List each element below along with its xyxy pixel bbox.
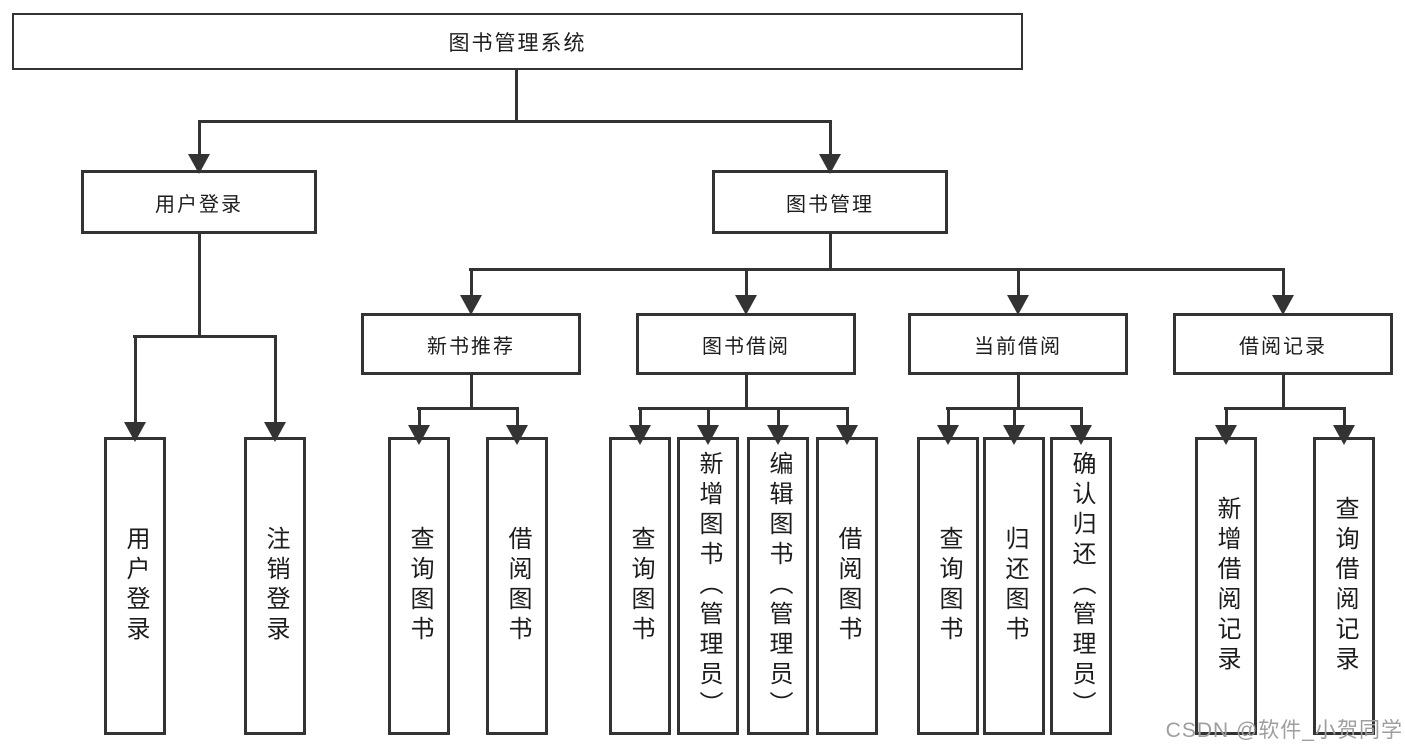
connector-vertical-line [776, 407, 780, 427]
connector-horizontal-line [1224, 407, 1346, 410]
leaf-current-query-books: 查询图书 [917, 437, 979, 735]
arrowhead-down-icon [1272, 295, 1294, 315]
connector-vertical-line [1342, 407, 1346, 427]
node-book-borrow-label: 图书借阅 [702, 335, 790, 358]
connector-vertical-line [1281, 268, 1285, 297]
connector-horizontal-line [417, 407, 519, 410]
leaf-newbook-query-books-label: 查询图书 [406, 526, 433, 646]
leaf-return-books: 归还图书 [983, 437, 1045, 735]
connector-vertical-line [744, 374, 748, 409]
leaf-borrow-books-label: 借阅图书 [834, 526, 861, 646]
node-library-system: 图书管理系统 [12, 13, 1023, 70]
connector-vertical-line [469, 374, 473, 409]
leaf-newbook-borrow-books: 借阅图书 [486, 437, 548, 735]
connector-vertical-line [1016, 374, 1020, 409]
connector-vertical-line [706, 407, 710, 427]
connector-vertical-line [1016, 268, 1020, 297]
connector-vertical-line [828, 120, 832, 156]
connector-horizontal-line [133, 335, 277, 338]
node-current-borrow: 当前借阅 [908, 313, 1128, 375]
connector-vertical-line [1079, 407, 1083, 427]
leaf-confirm-return-admin-label: 确认归还（管理员） [1068, 451, 1095, 721]
node-borrow-records: 借阅记录 [1173, 313, 1393, 375]
connector-vertical-line [417, 407, 421, 427]
leaf-logout: 注销登录 [244, 437, 306, 735]
node-user-login-label: 用户登录 [155, 193, 243, 216]
connector-vertical-line [1281, 374, 1285, 409]
node-borrow-records-label: 借阅记录 [1239, 335, 1327, 358]
watermark: CSDN @软件_小贺同学 [1165, 719, 1403, 742]
connector-vertical-line [946, 407, 950, 427]
connector-vertical-line [845, 407, 849, 427]
connector-vertical-line [469, 268, 473, 297]
connector-vertical-line [197, 120, 201, 156]
connector-vertical-line [1012, 407, 1016, 427]
connector-horizontal-line [469, 268, 1285, 271]
connector-horizontal-line [638, 407, 849, 410]
connector-vertical-line [828, 233, 832, 271]
node-new-book-recommend: 新书推荐 [361, 313, 581, 375]
leaf-logout-label: 注销登录 [262, 526, 289, 646]
leaf-borrow-books: 借阅图书 [816, 437, 878, 735]
node-current-borrow-label: 当前借阅 [974, 335, 1062, 358]
leaf-query-borrow-record: 查询借阅记录 [1313, 437, 1375, 735]
connector-vertical-line [744, 268, 748, 297]
leaf-add-borrow-record: 新增借阅记录 [1195, 437, 1257, 735]
leaf-confirm-return-admin: 确认归还（管理员） [1050, 437, 1112, 735]
connector-vertical-line [273, 335, 277, 423]
leaf-user-login-label: 用户登录 [122, 526, 149, 646]
node-book-management: 图书管理 [712, 170, 948, 234]
node-library-system-label: 图书管理系统 [448, 31, 587, 55]
connector-vertical-line [133, 335, 137, 423]
leaf-user-login: 用户登录 [104, 437, 166, 735]
leaf-return-books-label: 归还图书 [1001, 526, 1028, 646]
leaf-current-query-books-label: 查询图书 [935, 526, 962, 646]
leaf-add-borrow-record-label: 新增借阅记录 [1213, 496, 1240, 676]
connector-horizontal-line [198, 120, 831, 123]
arrowhead-down-icon [735, 295, 757, 315]
node-new-book-recommend-label: 新书推荐 [427, 335, 515, 358]
node-user-login: 用户登录 [81, 170, 317, 234]
arrowhead-down-icon [460, 295, 482, 315]
leaf-newbook-borrow-books-label: 借阅图书 [504, 526, 531, 646]
leaf-add-books-admin-label: 新增图书（管理员） [695, 451, 722, 721]
connector-horizontal-line [946, 407, 1083, 410]
connector-vertical-line [514, 70, 518, 121]
connector-vertical-line [638, 407, 642, 427]
leaf-edit-books-admin-label: 编辑图书（管理员） [765, 451, 792, 721]
connector-vertical-line [515, 407, 519, 427]
leaf-query-borrow-record-label: 查询借阅记录 [1331, 496, 1358, 676]
leaf-newbook-query-books: 查询图书 [388, 437, 450, 735]
leaf-borrow-query-books: 查询图书 [609, 437, 671, 735]
leaf-add-books-admin: 新增图书（管理员） [677, 437, 739, 735]
connector-vertical-line [197, 233, 201, 337]
leaf-edit-books-admin: 编辑图书（管理员） [747, 437, 809, 735]
arrowhead-down-icon [1007, 295, 1029, 315]
node-book-borrow: 图书借阅 [636, 313, 856, 375]
connector-vertical-line [1224, 407, 1228, 427]
node-book-management-label: 图书管理 [786, 193, 874, 216]
leaf-borrow-query-books-label: 查询图书 [627, 526, 654, 646]
